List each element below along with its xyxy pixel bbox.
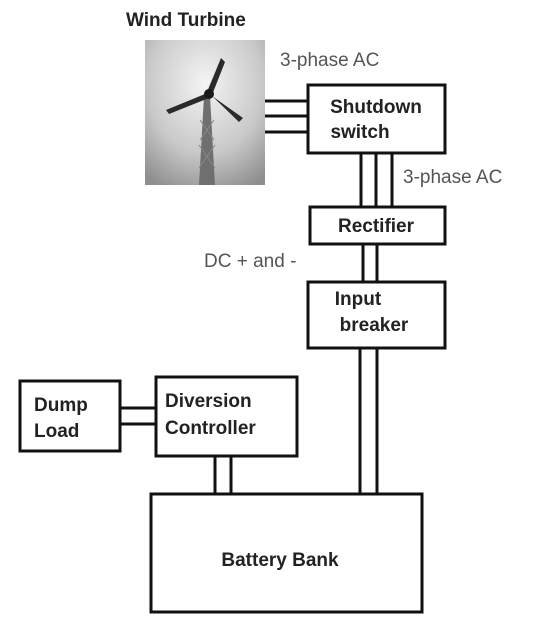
ac-label-right: 3-phase AC bbox=[403, 167, 502, 188]
breaker-to-battery-wires bbox=[358, 348, 379, 494]
dump-to-diversion-wires bbox=[120, 406, 156, 426]
shutdown-switch-box bbox=[306, 83, 447, 155]
dump-load-label-2: Load bbox=[34, 421, 79, 442]
dc-label: DC + and - bbox=[204, 251, 296, 272]
rectifier-label: Rectifier bbox=[338, 216, 415, 237]
diversion-controller-label-2: Controller bbox=[165, 418, 256, 439]
diversion-controller-box bbox=[154, 375, 299, 458]
ac-label-top: 3-phase AC bbox=[280, 50, 379, 71]
input-breaker-box bbox=[306, 280, 447, 350]
shutdown-switch-label-2: switch bbox=[330, 122, 389, 143]
wind-turbine-title: Wind Turbine bbox=[126, 10, 246, 31]
turbine-to-switch-wires bbox=[265, 99, 308, 134]
rectifier-to-breaker-wires bbox=[361, 244, 379, 282]
dump-load-box bbox=[18, 379, 122, 453]
input-breaker-label-2: breaker bbox=[340, 315, 409, 336]
battery-bank-box bbox=[149, 492, 424, 614]
input-breaker-label-1: Input bbox=[335, 289, 382, 310]
dump-load-label-1: Dump bbox=[34, 395, 88, 416]
diversion-to-battery-wires bbox=[213, 456, 233, 494]
wind-turbine-image bbox=[145, 40, 265, 185]
diversion-controller-label-1: Diversion bbox=[165, 391, 252, 412]
switch-to-rectifier-wires bbox=[359, 153, 394, 207]
shutdown-switch-label-1: Shutdown bbox=[330, 97, 422, 118]
battery-bank-label: Battery Bank bbox=[221, 550, 339, 571]
